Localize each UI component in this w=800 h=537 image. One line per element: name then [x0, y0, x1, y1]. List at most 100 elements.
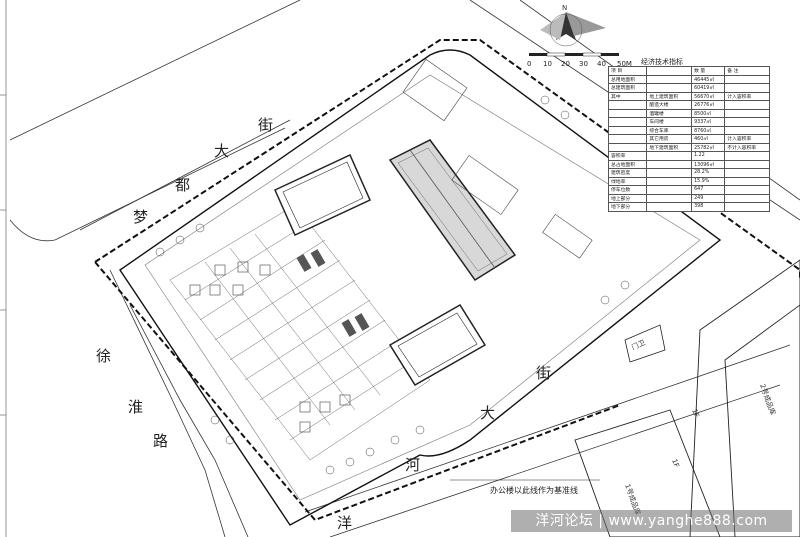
tech-table-row: 停车位数 647	[607, 185, 770, 195]
tech-table-cell: 总用地面积	[607, 74, 648, 84]
tech-table-cell	[724, 74, 770, 84]
road-mengdu-3: 大	[214, 142, 229, 160]
tech-table-cell: 460㎡	[691, 134, 726, 144]
site-boundary	[94, 39, 800, 522]
tech-table-cell: 46445㎡	[691, 74, 726, 84]
north-arrow	[540, 12, 606, 47]
road-yanghe-1: 洋	[337, 514, 352, 532]
tech-table-cell	[724, 100, 770, 110]
gate-building	[624, 324, 666, 363]
tech-table-cell	[724, 151, 770, 161]
tech-table-cell: 60419㎡	[691, 83, 726, 93]
inner-road-edge	[144, 74, 701, 501]
tech-table-cell: 其中	[607, 91, 648, 101]
tech-table-cell: 数 量	[691, 66, 726, 76]
tech-table-cell	[724, 83, 770, 93]
tech-table-cell: 酿造大楼	[646, 100, 693, 110]
tech-table-cell: 398	[691, 202, 726, 212]
tech-table-cell: 249	[691, 193, 726, 203]
tech-table-cell	[724, 108, 770, 118]
tech-table-cell	[646, 202, 693, 212]
road-mengdu-2: 都	[175, 176, 190, 194]
tech-table-cell: 地上部分	[607, 193, 648, 203]
tech-table-cell: 13096㎡	[691, 159, 726, 169]
mark-1f-label: 1F	[670, 458, 680, 469]
tech-table-cell	[646, 193, 693, 203]
road-xuhuai-1: 徐	[96, 347, 111, 365]
parking-area	[169, 204, 431, 461]
scale-bar	[529, 52, 619, 57]
tech-table-cell: 总建筑面积	[607, 83, 648, 93]
tech-table-cell: 地下部分	[607, 202, 648, 212]
tech-table-cell: 1.22	[691, 151, 726, 161]
tech-table-cell: 9337㎡	[691, 117, 726, 127]
tech-table-title: 经济技术指标	[641, 58, 683, 66]
tech-table-cell: 地上建筑面积	[646, 91, 693, 101]
gate-label: 门卫	[630, 338, 646, 352]
tech-table-cell: 8500㎡	[691, 108, 726, 118]
scale-tick-40: 40	[597, 60, 606, 68]
tech-table-cell	[646, 66, 693, 76]
tech-table-cell	[646, 176, 693, 186]
mark-1f-b-label: 1F	[690, 408, 700, 419]
border-ticks	[0, 94, 6, 416]
tech-table-cell	[646, 151, 693, 161]
tech-table-cell: 综合车库	[646, 125, 693, 135]
road-yanghe-4: 街	[536, 364, 551, 382]
tech-table-cell	[724, 168, 770, 178]
tech-table-cell	[724, 202, 770, 212]
tech-table-cell: 酒罐楼	[646, 108, 693, 118]
road-yanghe-2: 河	[405, 456, 420, 474]
tech-table-cell	[607, 125, 648, 135]
tech-table-cell	[607, 134, 648, 144]
tech-table-cell	[724, 185, 770, 195]
road-yanghe-3: 大	[480, 404, 495, 422]
tech-table-cell	[607, 100, 648, 110]
tech-table-cell: 56670㎡	[691, 91, 726, 101]
tech-table-cell: 不计入容积率	[724, 142, 770, 152]
warehouse-2-label: 2号成品库	[758, 383, 778, 417]
tech-table-row: 地下部分 398	[607, 202, 770, 212]
tech-table-cell	[724, 193, 770, 203]
tech-table-row: 总建筑面积 60419㎡	[607, 83, 770, 93]
tech-table-cell: 项 目	[607, 66, 648, 76]
tech-table-cell: 停车位数	[607, 185, 648, 195]
tech-table-cell: 其它用房	[646, 134, 693, 144]
tech-table-cell: 计入容积率	[724, 91, 770, 101]
dark-blocks	[296, 249, 370, 337]
tech-table-row: 总用地面积 46445㎡	[607, 74, 770, 84]
tech-table-cell	[607, 142, 648, 152]
tech-table-row: 项 目 数 量备 注	[607, 66, 770, 76]
tech-table-cell: 647	[691, 185, 726, 195]
building-parking-right	[402, 58, 593, 259]
tech-table-cell	[607, 108, 648, 118]
tech-table-cell	[646, 168, 693, 178]
tech-table-cell: 备 注	[724, 66, 770, 76]
tech-table-cell: 容积率	[607, 151, 648, 161]
tech-table-cell	[724, 176, 770, 186]
baseline-note: 办公楼以此线作为基准线	[490, 486, 578, 495]
road-xuhuai-3: 路	[153, 432, 168, 450]
tech-table-cell	[646, 159, 693, 169]
building-main	[388, 139, 517, 282]
tech-table-cell: 车间楼	[646, 117, 693, 127]
tech-table-cell	[646, 185, 693, 195]
tech-table-cell: 8760㎡	[691, 125, 726, 135]
tech-table-cell: 28.2%	[691, 168, 726, 178]
scale-tick-0: 0	[527, 60, 532, 68]
tech-table-row: 地上部分 249	[607, 193, 770, 203]
scale-tick-10: 10	[543, 60, 552, 68]
tech-table-cell: 总占地面积	[607, 159, 648, 169]
tech-table-cell: 26776㎡	[691, 100, 726, 110]
scale-tick-30: 30	[579, 60, 588, 68]
